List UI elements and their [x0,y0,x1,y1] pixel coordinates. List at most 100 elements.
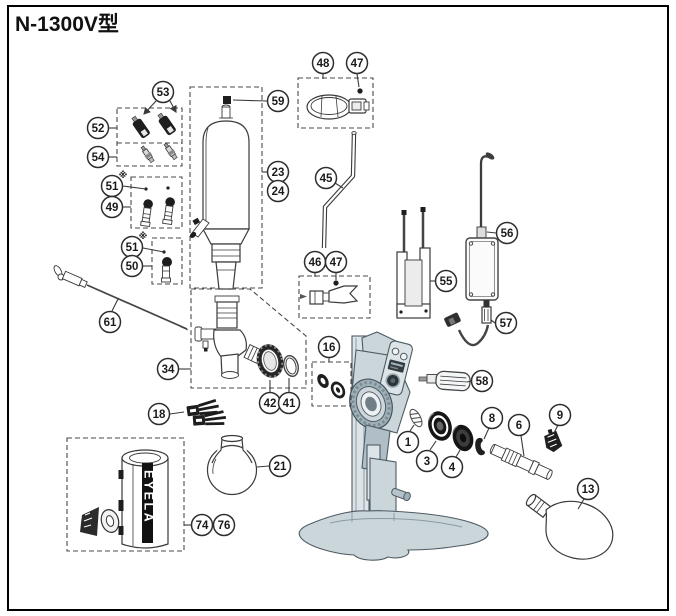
callout-34: 34 [156,357,191,381]
callout-4: 4 [440,449,464,479]
flask-13 [525,493,614,560]
svg-text:※: ※ [119,170,128,181]
svg-text:※: ※ [139,231,148,242]
svg-text:46: 46 [309,257,322,269]
svg-text:56: 56 [501,228,514,240]
callout-51: 51※ [120,231,165,259]
svg-text:51: 51 [126,242,139,254]
spring-1 [409,408,423,428]
sensor-cable-57 [444,300,492,347]
callout-57: 57 [490,311,518,335]
callout-42: 42 [258,380,282,415]
callout-61: 61 [98,298,122,334]
svg-text:8: 8 [489,413,496,425]
svg-text:76: 76 [218,520,231,532]
callout-13: 13 [576,477,600,510]
control-panel [379,340,413,396]
cap-59 [223,96,231,104]
clip-9 [544,428,563,453]
callout-46: 46 [303,250,327,277]
callout-3: 3 [415,440,439,473]
svg-text:47: 47 [351,58,364,70]
elbow-set-49 [130,176,183,229]
svg-text:50: 50 [126,261,139,273]
callout-52: 52 [86,116,117,140]
fork-46-drawing [298,275,371,319]
clamp-knob [391,488,411,502]
plug-54 [140,145,155,164]
svg-text:41: 41 [283,398,296,410]
screwdriver-58 [418,370,471,392]
keck-clips-18 [186,398,227,426]
jacket-brand-text: EYELA [142,470,156,524]
callout-59: 59 [232,89,290,113]
svg-text:74: 74 [196,520,209,532]
elbow-set-50 [151,237,183,285]
svg-text:42: 42 [264,398,277,410]
callout-6: 6 [507,413,531,457]
svg-text:52: 52 [92,123,105,135]
callout-9: 9 [548,403,572,434]
svg-text:45: 45 [320,173,333,185]
handle-rod-45 [321,131,357,249]
svg-text:51: 51 [106,181,119,193]
jacket-74-76: EYELA [66,437,185,552]
callout-1: 1 [396,424,420,454]
callout-45: 45 [314,166,344,190]
callout-49: 49 [100,195,131,219]
svg-text:55: 55 [440,276,453,288]
svg-text:58: 58 [476,376,489,388]
svg-text:57: 57 [500,318,513,330]
callout-48: 48 [311,51,335,79]
callout-8: 8 [480,406,504,440]
svg-text:21: 21 [274,461,287,473]
svg-text:18: 18 [153,409,166,421]
svg-text:13: 13 [582,484,595,496]
remote-56-drawing [465,152,499,301]
callout-23: 23 [262,160,290,184]
svg-text:23: 23 [272,167,285,179]
svg-text:48: 48 [317,58,330,70]
callout-58: 58 [466,369,494,393]
callout-56: 56 [486,221,519,245]
svg-text:61: 61 [104,317,117,329]
svg-text:16: 16 [323,342,336,354]
oring-41 [283,354,299,378]
connector-set-52-54 [116,107,183,167]
flask-21 [206,434,258,496]
callout-53: 53 [143,80,177,115]
seal-4 [452,424,474,452]
svg-text:6: 6 [516,420,522,432]
seal-3 [428,411,452,441]
plug-54b [163,142,178,161]
callout-76: 76 [212,513,236,537]
svg-text:49: 49 [106,202,119,214]
callout-47: 47 [345,51,369,88]
rotary-joint-34 [190,288,307,389]
callout-74: 74 [184,513,214,537]
rotary-drive [349,378,393,430]
clip-8 [475,437,485,456]
svg-text:4: 4 [449,462,456,474]
callout-50: 50 [120,254,152,278]
svg-text:59: 59 [272,96,285,108]
svg-text:9: 9 [557,410,563,422]
callout-24: 24 [266,179,290,203]
shaft-6 [489,443,553,480]
callout-55: 55 [430,269,458,293]
main-unit-drawing [298,331,489,561]
lift-rail-55 [396,207,431,319]
svg-text:1: 1 [405,437,412,449]
svg-text:3: 3 [424,456,430,468]
svg-text:34: 34 [162,364,175,376]
callout-21: 21 [256,454,292,478]
svg-text:24: 24 [272,186,285,198]
nut-42 [256,344,284,378]
callout-18: 18 [147,402,185,426]
stopcock-rod-61 [53,265,189,331]
svg-text:53: 53 [157,87,170,99]
svg-text:54: 54 [92,152,105,164]
clamp-48-drawing [297,77,374,129]
seal-set-16 [311,361,352,407]
